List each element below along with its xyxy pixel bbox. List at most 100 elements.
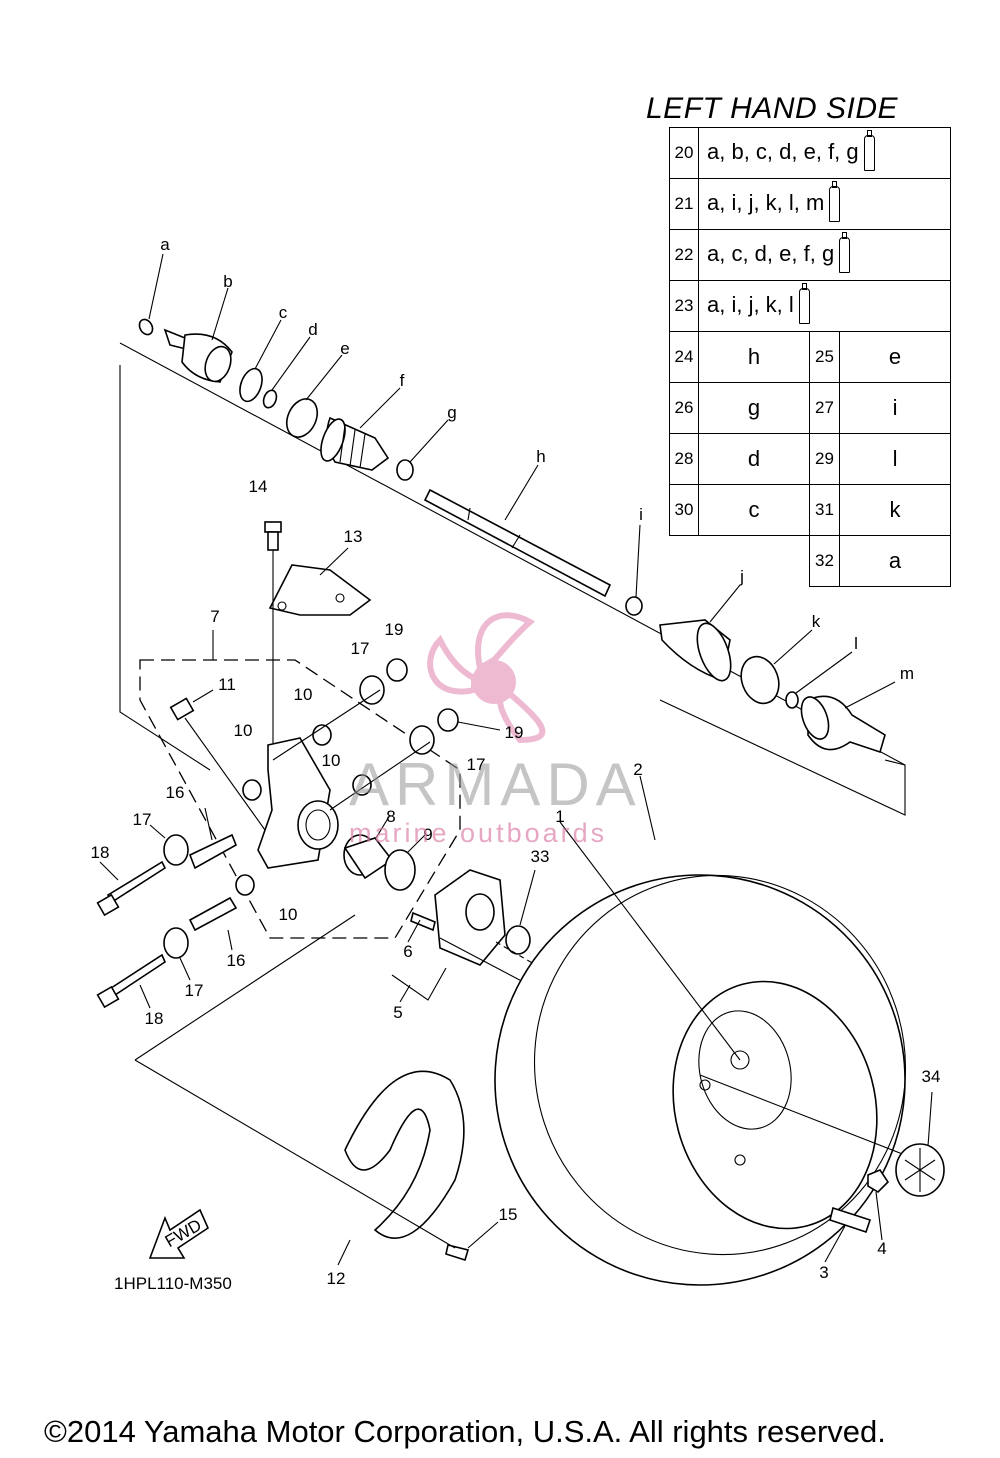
- bracket-13: [268, 564, 372, 616]
- collar-16b: [188, 896, 238, 932]
- callout-m: m: [900, 664, 914, 683]
- legend-row-30-31: 30 c 31 k: [669, 484, 951, 536]
- o-ring-c: [239, 367, 263, 403]
- callout-17a: 17: [351, 639, 370, 658]
- legend-num: 28: [669, 433, 699, 485]
- callout-g: g: [447, 403, 456, 422]
- callout-7: 7: [210, 607, 219, 626]
- callout-i: i: [639, 505, 643, 524]
- legend-parts: a, b, c, d, e, f, g: [707, 138, 859, 164]
- callout-10a: 10: [294, 685, 313, 704]
- legend-row-26-27: 26 g 27 i: [669, 382, 951, 434]
- watermark-propeller-icon: [427, 612, 546, 744]
- callout-l: l: [854, 634, 858, 653]
- legend-parts: a, i, j, k, l, m: [707, 189, 825, 215]
- stud-3: [829, 1206, 872, 1234]
- legend-num: 20: [669, 127, 699, 179]
- callout-10b: 10: [234, 721, 253, 740]
- band-e: [285, 398, 319, 438]
- seal-17b: [409, 725, 435, 755]
- legend-row-20: 20 a, b, c, d, e, f, g: [669, 127, 951, 179]
- fwd-arrow-icon: FWD: [148, 1208, 210, 1259]
- bolt-15: [445, 1244, 470, 1262]
- collar-19b: [437, 708, 459, 732]
- boot-f: [320, 416, 390, 471]
- callout-17d: 17: [185, 981, 204, 1000]
- callout-16b: 16: [227, 951, 246, 970]
- legend-num: 30: [669, 484, 699, 536]
- legend-value: a: [839, 535, 951, 587]
- legend-value: c: [698, 484, 810, 536]
- legend-num: 21: [669, 178, 699, 230]
- legend-row-22: 22 a, c, d, e, f, g: [669, 229, 951, 281]
- callout-14: 14: [249, 477, 268, 496]
- brake-disc-12: [344, 1070, 465, 1239]
- watermark-name: ARMADA: [349, 751, 642, 818]
- copyright-notice: ©2014 Yamaha Motor Corporation, U.S.A. A…: [44, 1414, 886, 1449]
- legend-value: e: [839, 331, 951, 383]
- bushing-10c: [352, 774, 372, 796]
- callout-e: e: [340, 339, 349, 358]
- legend-value: i: [839, 382, 951, 434]
- circlip-l: [785, 691, 799, 709]
- callout-j: j: [739, 567, 744, 586]
- callout-4: 4: [877, 1239, 886, 1258]
- callout-9: 9: [423, 825, 432, 844]
- legend-title: LEFT HAND SIDE: [646, 92, 899, 125]
- diagram-code: 1HPL110-M350: [114, 1274, 232, 1293]
- legend-row-32: 32 a: [670, 535, 951, 587]
- legend-num: 26: [669, 382, 699, 434]
- legend-row-24-25: 24 h 25 e: [669, 331, 951, 383]
- callout-33: 33: [531, 847, 550, 866]
- legend-value: g: [698, 382, 810, 434]
- seal-17d: [163, 927, 189, 959]
- bolt-18b: [96, 953, 166, 1009]
- collar-19: [386, 658, 408, 682]
- callout-19b: 19: [505, 723, 524, 742]
- kit-legend-table: 20 a, b, c, d, e, f, g 21 a, i, j, k, l,…: [669, 127, 951, 587]
- stud-bolt-6: [410, 911, 436, 932]
- circlip-d: [262, 389, 278, 409]
- callout-c: c: [279, 303, 288, 322]
- grease-tube-icon: [863, 130, 875, 171]
- legend-parts: a, i, j, k, l: [707, 291, 794, 317]
- bearing-8: [343, 834, 394, 880]
- circlip-9: [384, 849, 416, 891]
- grease-tube-icon: [829, 181, 841, 222]
- grease-nipple-11: [169, 697, 195, 721]
- legend-num: 29: [808, 433, 841, 485]
- boot-j: [659, 619, 732, 682]
- callout-17c: 17: [133, 810, 152, 829]
- legend-num: 25: [808, 331, 841, 383]
- callout-a: a: [160, 235, 170, 254]
- callout-f: f: [400, 371, 405, 390]
- callout-10d: 10: [279, 905, 298, 924]
- bushing-10a: [312, 724, 332, 746]
- bolt-18a: [96, 860, 167, 917]
- legend-num: 31: [808, 484, 841, 536]
- hub-cap-34: [895, 1143, 945, 1197]
- callout-5: 5: [393, 1003, 402, 1022]
- hub-33: [434, 869, 531, 966]
- legend-num: 32: [808, 535, 841, 587]
- callout-1: 1: [555, 807, 564, 826]
- callout-13: 13: [344, 527, 363, 546]
- callout-18b: 18: [145, 1009, 164, 1028]
- wheel-tire: [494, 874, 907, 1286]
- legend-value: h: [698, 331, 810, 383]
- legend-num: 27: [808, 382, 841, 434]
- legend-row-23: 23 a, i, j, k, l: [669, 280, 951, 332]
- callout-12: 12: [327, 1269, 346, 1288]
- watermark-subtitle: marine outboards: [349, 818, 608, 848]
- legend-value: l: [839, 433, 951, 485]
- grease-tube-icon: [798, 283, 810, 324]
- callout-17b: 17: [467, 755, 486, 774]
- legend-row-21: 21 a, i, j, k, l, m: [669, 178, 951, 230]
- callout-3: 3: [819, 1263, 828, 1282]
- callout-10c: 10: [322, 751, 341, 770]
- callout-k: k: [812, 612, 821, 631]
- bolt-14: [264, 521, 282, 551]
- callout-15: 15: [499, 1205, 518, 1224]
- callout-18a: 18: [91, 843, 110, 862]
